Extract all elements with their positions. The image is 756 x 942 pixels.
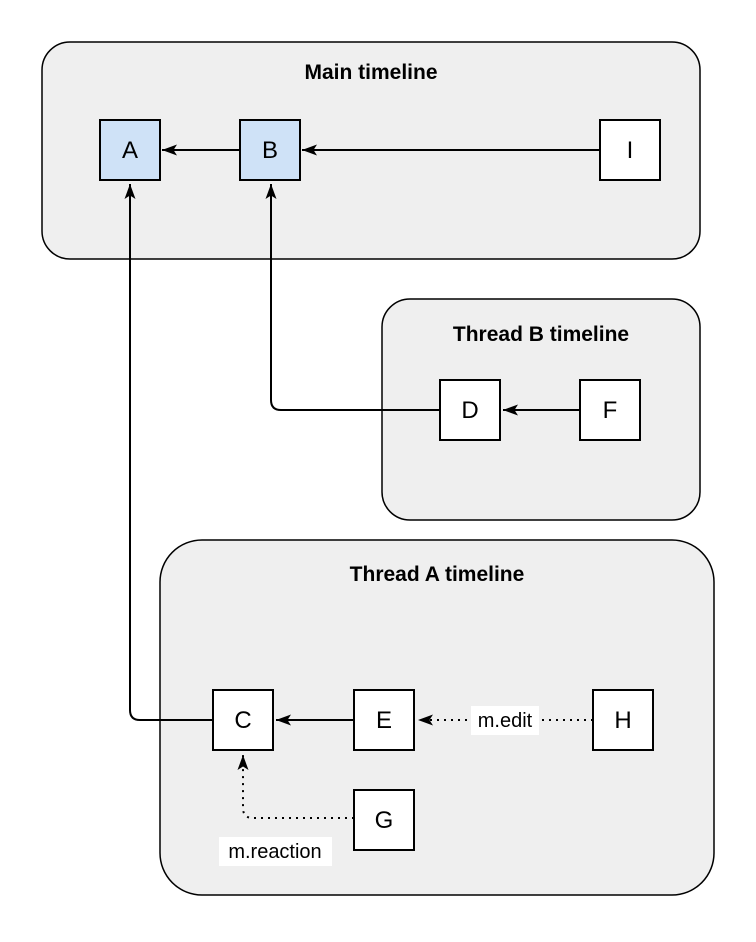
node-F-box (579, 379, 641, 441)
node-E-label: E (376, 707, 392, 734)
container-thread-a-timeline (159, 539, 715, 896)
edge-label-m-reaction: m.reaction (219, 837, 332, 866)
node-C: C (212, 689, 274, 751)
container-title-main-timeline: Main timeline (304, 61, 437, 84)
node-D-box (439, 379, 501, 441)
edge-label-m-edit-text: m.edit (478, 710, 533, 732)
node-A-box (99, 119, 161, 181)
node-B-label: B (262, 137, 278, 164)
node-I-box (599, 119, 661, 181)
node-C-label: C (234, 707, 251, 734)
node-G-label: G (375, 807, 394, 834)
container-title-thread-b-timeline: Thread B timeline (453, 323, 629, 346)
node-B-box (239, 119, 301, 181)
node-G: G (353, 789, 415, 851)
node-I: I (599, 119, 661, 181)
edge-label-m-reaction-text: m.reaction (228, 841, 321, 863)
edge-D-to-B (265, 184, 440, 411)
node-B: B (239, 119, 301, 181)
container-title-thread-a-timeline: Thread A timeline (350, 563, 525, 586)
node-C-box (212, 689, 274, 751)
node-E-box (353, 689, 415, 751)
edge-label-m-reaction-background (219, 837, 332, 866)
node-I-label: I (627, 137, 634, 164)
node-E: E (353, 689, 415, 751)
node-H-label: H (614, 707, 631, 734)
node-F: F (579, 379, 641, 441)
edge-C-to-A (124, 184, 213, 721)
node-D-label: D (461, 397, 478, 424)
node-G-box (353, 789, 415, 851)
node-F-label: F (603, 397, 618, 424)
node-A-label: A (122, 137, 138, 164)
node-H-box (592, 689, 654, 751)
edge-label-m-edit-background (471, 706, 539, 735)
node-H: H (592, 689, 654, 751)
node-D: D (439, 379, 501, 441)
edge-label-m-edit: m.edit (471, 706, 539, 735)
node-A: A (99, 119, 161, 181)
